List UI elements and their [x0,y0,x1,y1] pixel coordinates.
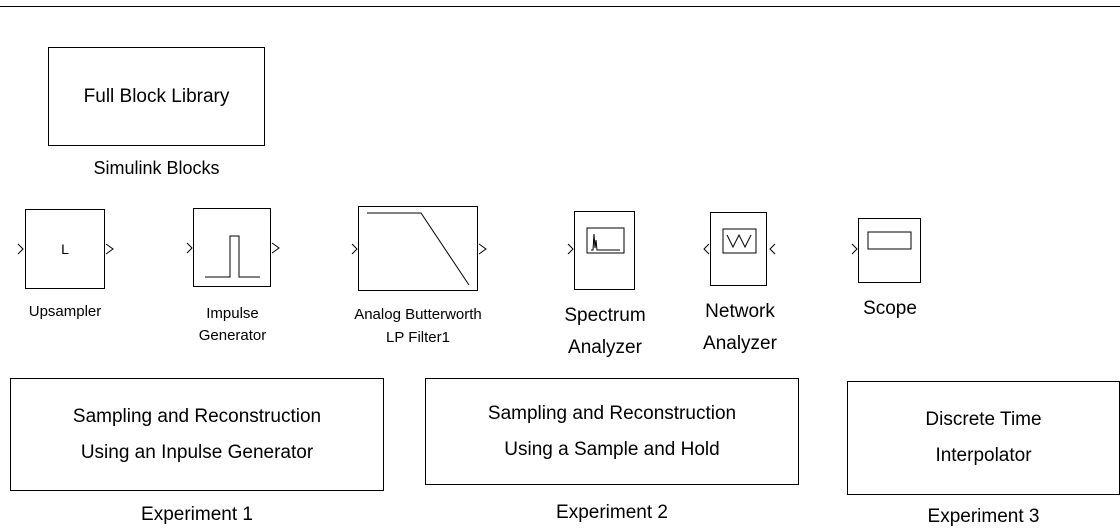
butterworth-filter-name-line1: Analog Butterworth [354,306,482,323]
upsampler-name: Upsampler [28,303,102,320]
network-analyzer-name-line2: Analyzer [703,333,777,354]
network-analyzer-block[interactable] [710,212,767,286]
scope-input-port-icon [851,243,858,255]
spectrum-analyzer-name: Spectrum Analyzer [545,300,665,364]
spectrum-analyzer-name-line1: Spectrum [564,305,646,326]
scope-display-icon [867,231,912,250]
experiment-1-title-line1: Sampling and Reconstruction [72,405,322,427]
network-analyzer-output-port-icon [769,243,776,255]
impulse-generator-name-line2: Generator [198,327,267,344]
experiment-2-caption: Experiment 2 [556,502,668,523]
upsampler-output-port-icon [105,243,114,255]
impulse-waveform-icon [205,235,260,278]
experiment-2-block[interactable]: Sampling and Reconstruction Using a Samp… [425,378,799,485]
network-display-icon [722,228,757,254]
full-block-library-label: Full Block Library [83,85,230,107]
experiment-3-title-line2: Interpolator [935,445,1032,466]
spectrum-analyzer-name-line2: Analyzer [568,337,642,358]
experiment-3-block[interactable]: Discrete Time Interpolator [847,381,1120,495]
butterworth-filter-block[interactable] [358,206,478,291]
top-divider-line [0,6,1120,7]
experiment-3-caption: Experiment 3 [927,506,1040,527]
experiment-3-title-line1: Discrete Time [925,409,1042,430]
spectrum-display-icon [586,227,625,254]
impulse-generator-name: Impulse Generator [170,303,295,347]
network-analyzer-input-port-icon [703,243,710,255]
scope-name: Scope [863,298,917,319]
spectrum-analyzer-input-port-icon [567,243,574,255]
butterworth-filter-name: Analog Butterworth LP Filter1 [325,303,511,349]
simulink-blocks-caption: Simulink Blocks [93,158,220,178]
upsampler-input-port-icon [17,243,24,255]
lowpass-response-icon [367,212,470,286]
experiment-2-title-line1: Sampling and Reconstruction [487,402,737,424]
experiment-1-caption: Experiment 1 [141,504,253,525]
network-analyzer-name-line1: Network [705,301,775,322]
network-analyzer-name: Network Analyzer [680,296,800,360]
butterworth-filter-name-line2: LP Filter1 [386,329,450,346]
impulse-generator-input-port-icon [186,242,193,254]
upsampler-symbol: L [61,241,69,257]
butterworth-input-port-icon [351,243,358,255]
impulse-generator-output-port-icon [271,242,280,254]
butterworth-output-port-icon [478,243,487,255]
full-block-library-block[interactable]: Full Block Library [48,47,265,146]
upsampler-block[interactable]: L [25,209,105,289]
impulse-generator-block[interactable] [193,208,271,287]
scope-block[interactable] [858,218,921,283]
experiment-2-title-line2: Using a Sample and Hold [504,438,720,460]
experiment-1-block[interactable]: Sampling and Reconstruction Using an Inp… [10,378,384,491]
impulse-generator-name-line1: Impulse [206,305,259,322]
spectrum-analyzer-block[interactable] [574,211,635,290]
experiment-1-title-line2: Using an Inpulse Generator [80,441,314,463]
